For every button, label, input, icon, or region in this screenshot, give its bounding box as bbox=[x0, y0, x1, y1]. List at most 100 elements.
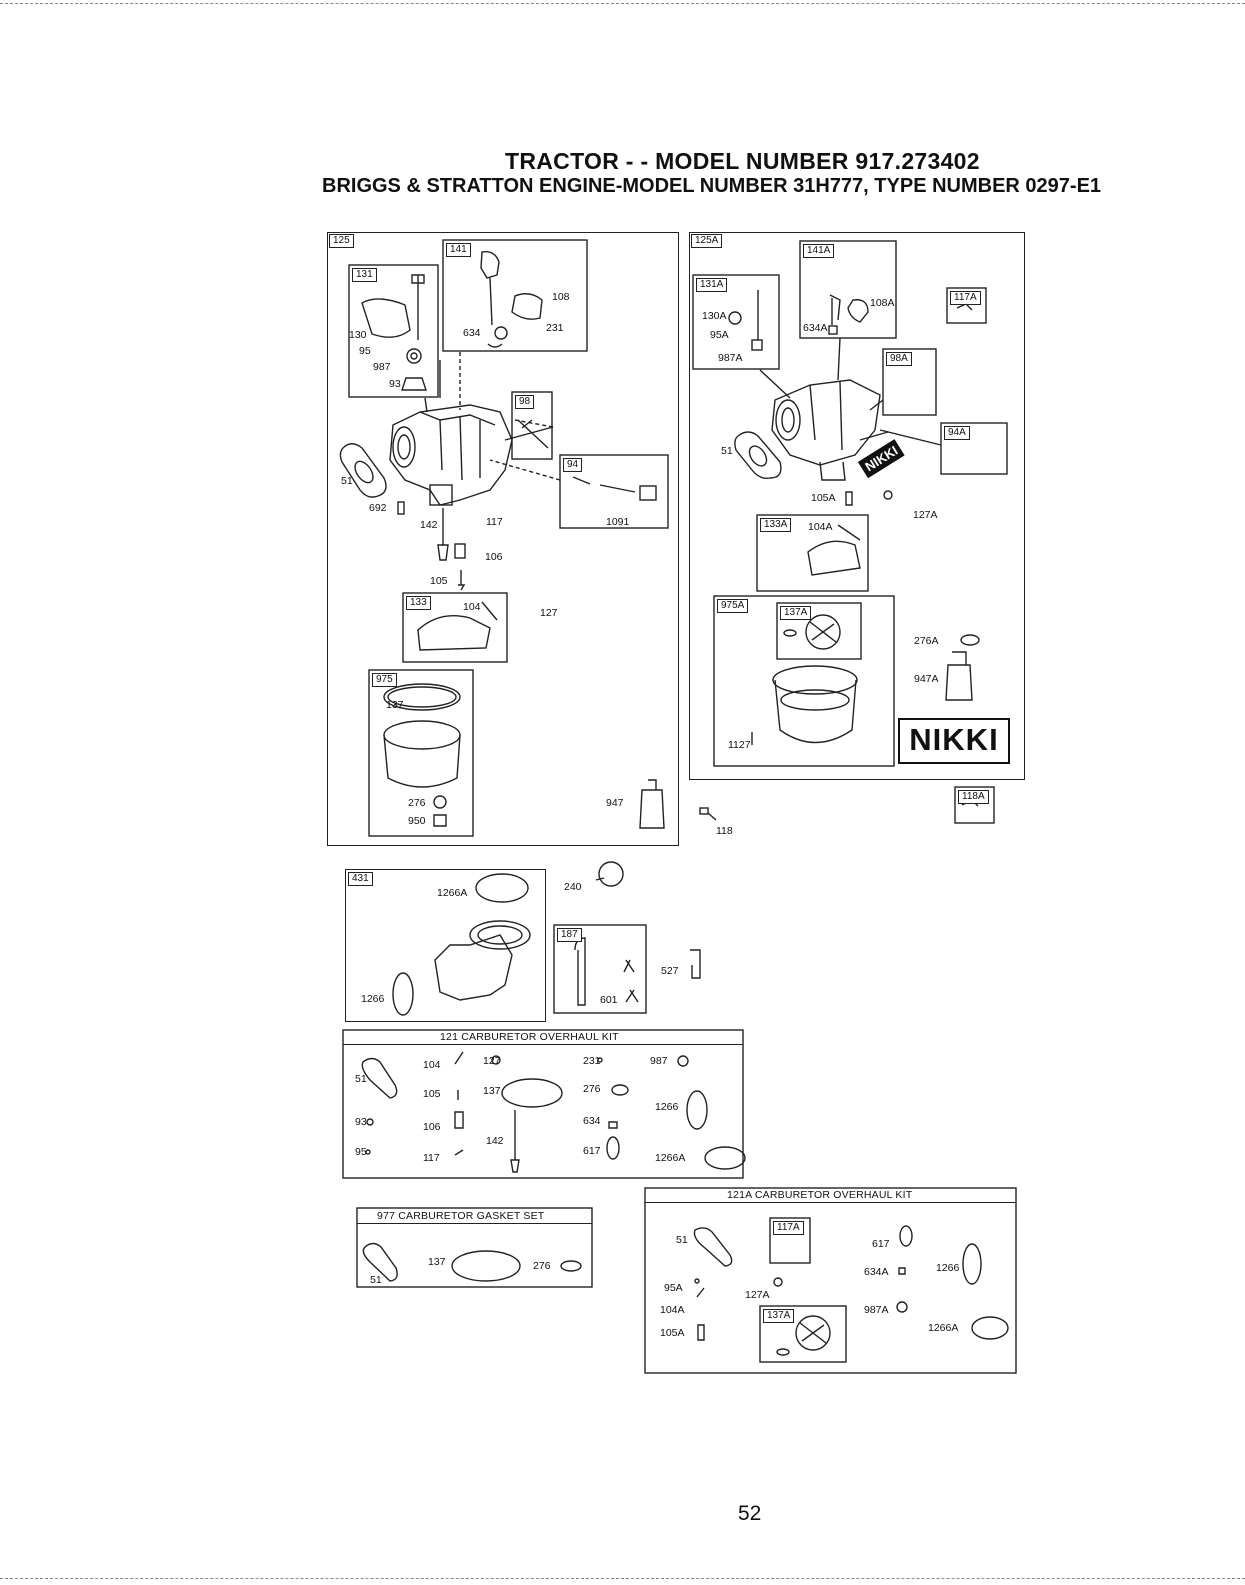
part-label-276: 276 bbox=[408, 797, 426, 809]
assembly-box-125A bbox=[689, 232, 1025, 780]
part-label-118: 118 bbox=[716, 825, 733, 837]
part-label-231: 231 bbox=[546, 322, 564, 334]
box-131 bbox=[348, 264, 439, 398]
kit977-part-137: 137 bbox=[428, 1256, 446, 1268]
ref-tag-98: 98 bbox=[515, 395, 535, 409]
part-label-104: 104 bbox=[463, 601, 481, 613]
page-number: 52 bbox=[738, 1502, 762, 1525]
part-label-1266A: 1266A bbox=[437, 887, 468, 899]
box-975 bbox=[368, 669, 474, 837]
part-label-947A: 947A bbox=[914, 673, 939, 685]
kit-121-box bbox=[342, 1029, 744, 1179]
kit121-part-51: 51 bbox=[355, 1073, 367, 1085]
part-label-950: 950 bbox=[408, 815, 426, 827]
ref-tag-98A: 98A bbox=[886, 352, 912, 366]
part-label-137: 137 bbox=[386, 699, 404, 711]
kit121-part-142: 142 bbox=[486, 1135, 504, 1147]
kit121A-part-617: 617 bbox=[872, 1238, 890, 1250]
kit-977-box bbox=[356, 1207, 593, 1288]
carburetor-body-left bbox=[389, 360, 513, 506]
kit121-part-276: 276 bbox=[583, 1083, 601, 1095]
kit-121A-box bbox=[644, 1187, 1017, 1374]
ref-tag-131: 131 bbox=[352, 268, 377, 282]
kit121A-part-51: 51 bbox=[676, 1234, 688, 1246]
kit121-part-106: 106 bbox=[423, 1121, 441, 1133]
part-label-240: 240 bbox=[564, 881, 582, 893]
ref-tag-125A: 125A bbox=[691, 234, 723, 248]
nikki-brand-badge: NIKKI bbox=[898, 718, 1010, 764]
part-label-105: 105 bbox=[430, 575, 448, 587]
box-kit-117A bbox=[769, 1217, 811, 1264]
part-label-95A: 95A bbox=[710, 329, 729, 341]
kit121A-part-1266: 1266 bbox=[936, 1262, 960, 1274]
box-141 bbox=[442, 239, 588, 352]
part-label-108: 108 bbox=[552, 291, 570, 303]
ref-tag-94A: 94A bbox=[944, 426, 970, 440]
kit-121-title: 121 CARBURETOR OVERHAUL KIT bbox=[440, 1031, 619, 1043]
kit977-part-276: 276 bbox=[533, 1260, 551, 1272]
part-label-634A: 634A bbox=[803, 322, 828, 334]
kit121A-part-105A: 105A bbox=[660, 1327, 685, 1339]
part-label-127: 127 bbox=[540, 607, 558, 619]
kit121A-part-634A: 634A bbox=[864, 1266, 889, 1278]
part-label-104A: 104A bbox=[808, 521, 833, 533]
box-141A bbox=[799, 240, 897, 339]
part-label-105A: 105A bbox=[811, 492, 836, 504]
box-94A bbox=[940, 422, 1008, 475]
box-975A bbox=[713, 595, 895, 767]
part-label-634: 634 bbox=[463, 327, 481, 339]
ref-tag-975A: 975A bbox=[717, 599, 749, 613]
box-133A bbox=[756, 514, 869, 592]
part-label-1091: 1091 bbox=[606, 516, 630, 528]
ref-tag-187: 187 bbox=[557, 928, 582, 942]
kit121-part-1266: 1266 bbox=[655, 1101, 679, 1113]
ref-tag-975: 975 bbox=[372, 673, 397, 687]
part-label-130A: 130A bbox=[702, 310, 727, 322]
part-label-108A: 108A bbox=[870, 297, 895, 309]
kit121-part-987: 987 bbox=[650, 1055, 668, 1067]
ref-tag-141A: 141A bbox=[803, 244, 835, 258]
carburetor-body-right bbox=[771, 379, 889, 481]
part-label-127A: 127A bbox=[913, 509, 938, 521]
part-label-527: 527 bbox=[661, 965, 679, 977]
box-118A bbox=[954, 786, 995, 824]
ref-tag-141: 141 bbox=[446, 243, 471, 257]
part-label-51: 51 bbox=[341, 475, 353, 487]
box-187 bbox=[553, 924, 647, 1014]
ref-tag-133: 133 bbox=[406, 596, 431, 610]
ref-tag-137A: 137A bbox=[780, 606, 812, 620]
part-label-130: 130 bbox=[349, 329, 367, 341]
box-kit-137A bbox=[759, 1305, 847, 1363]
ref-tag-94: 94 bbox=[563, 458, 583, 472]
box-117A bbox=[946, 287, 987, 324]
kit121-part-231: 231 bbox=[583, 1055, 601, 1067]
part-label-106: 106 bbox=[485, 551, 503, 563]
part-label-987: 987 bbox=[373, 361, 391, 373]
page-subtitle: BRIGGS & STRATTON ENGINE-MODEL NUMBER 31… bbox=[322, 175, 1102, 197]
kit121-part-105: 105 bbox=[423, 1088, 441, 1100]
box-98 bbox=[511, 391, 553, 460]
kit121-part-117: 117 bbox=[423, 1152, 440, 1164]
part-label-117: 117 bbox=[486, 516, 503, 528]
part-label-276A: 276A bbox=[914, 635, 939, 647]
ref-tag-131A: 131A bbox=[696, 278, 728, 292]
part-label-987A: 987A bbox=[718, 352, 743, 364]
part-label-947: 947 bbox=[606, 797, 624, 809]
part-label-692: 692 bbox=[369, 502, 387, 514]
kit121A-part-1266A: 1266A bbox=[928, 1322, 959, 1334]
kit121A-part-104A: 104A bbox=[660, 1304, 685, 1316]
ref-tag-133A: 133A bbox=[760, 518, 792, 532]
kit-ref-tag-137A: 137A bbox=[763, 1309, 795, 1323]
kit977-part-51: 51 bbox=[370, 1274, 382, 1286]
ref-tag-431: 431 bbox=[348, 872, 373, 886]
part-label-95: 95 bbox=[359, 345, 371, 357]
kit121-part-93: 93 bbox=[355, 1116, 367, 1128]
kit121-part-137: 137 bbox=[483, 1085, 501, 1097]
part-label-142: 142 bbox=[420, 519, 438, 531]
kit121-part-127: 127 bbox=[483, 1055, 501, 1067]
kit121-part-104: 104 bbox=[423, 1059, 441, 1071]
part-label-93: 93 bbox=[389, 378, 401, 390]
ref-tag-117A: 117A bbox=[950, 291, 981, 305]
kit121A-part-95A: 95A bbox=[664, 1282, 683, 1294]
box-131A bbox=[692, 274, 780, 370]
